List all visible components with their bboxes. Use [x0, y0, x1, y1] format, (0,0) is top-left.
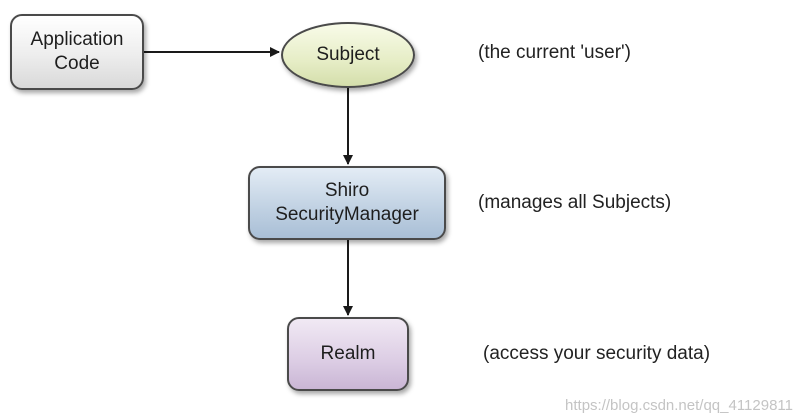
subject-annotation: (the current 'user') — [478, 42, 631, 63]
security-manager-annotation: (manages all Subjects) — [478, 192, 672, 213]
security-manager-label: Shiro SecurityManager — [275, 180, 419, 225]
subject-node: Subject — [281, 22, 415, 88]
realm-annotation: (access your security data) — [483, 343, 711, 364]
realm-node: Realm — [287, 317, 409, 391]
application-code-node: Application Code — [10, 14, 144, 90]
subject-label: Subject — [316, 44, 380, 65]
application-code-label: Application Code — [30, 29, 124, 74]
realm-label: Realm — [320, 343, 376, 364]
security-manager-node: Shiro SecurityManager — [248, 166, 446, 240]
watermark: https://blog.csdn.net/qq_41129811 — [565, 397, 793, 414]
